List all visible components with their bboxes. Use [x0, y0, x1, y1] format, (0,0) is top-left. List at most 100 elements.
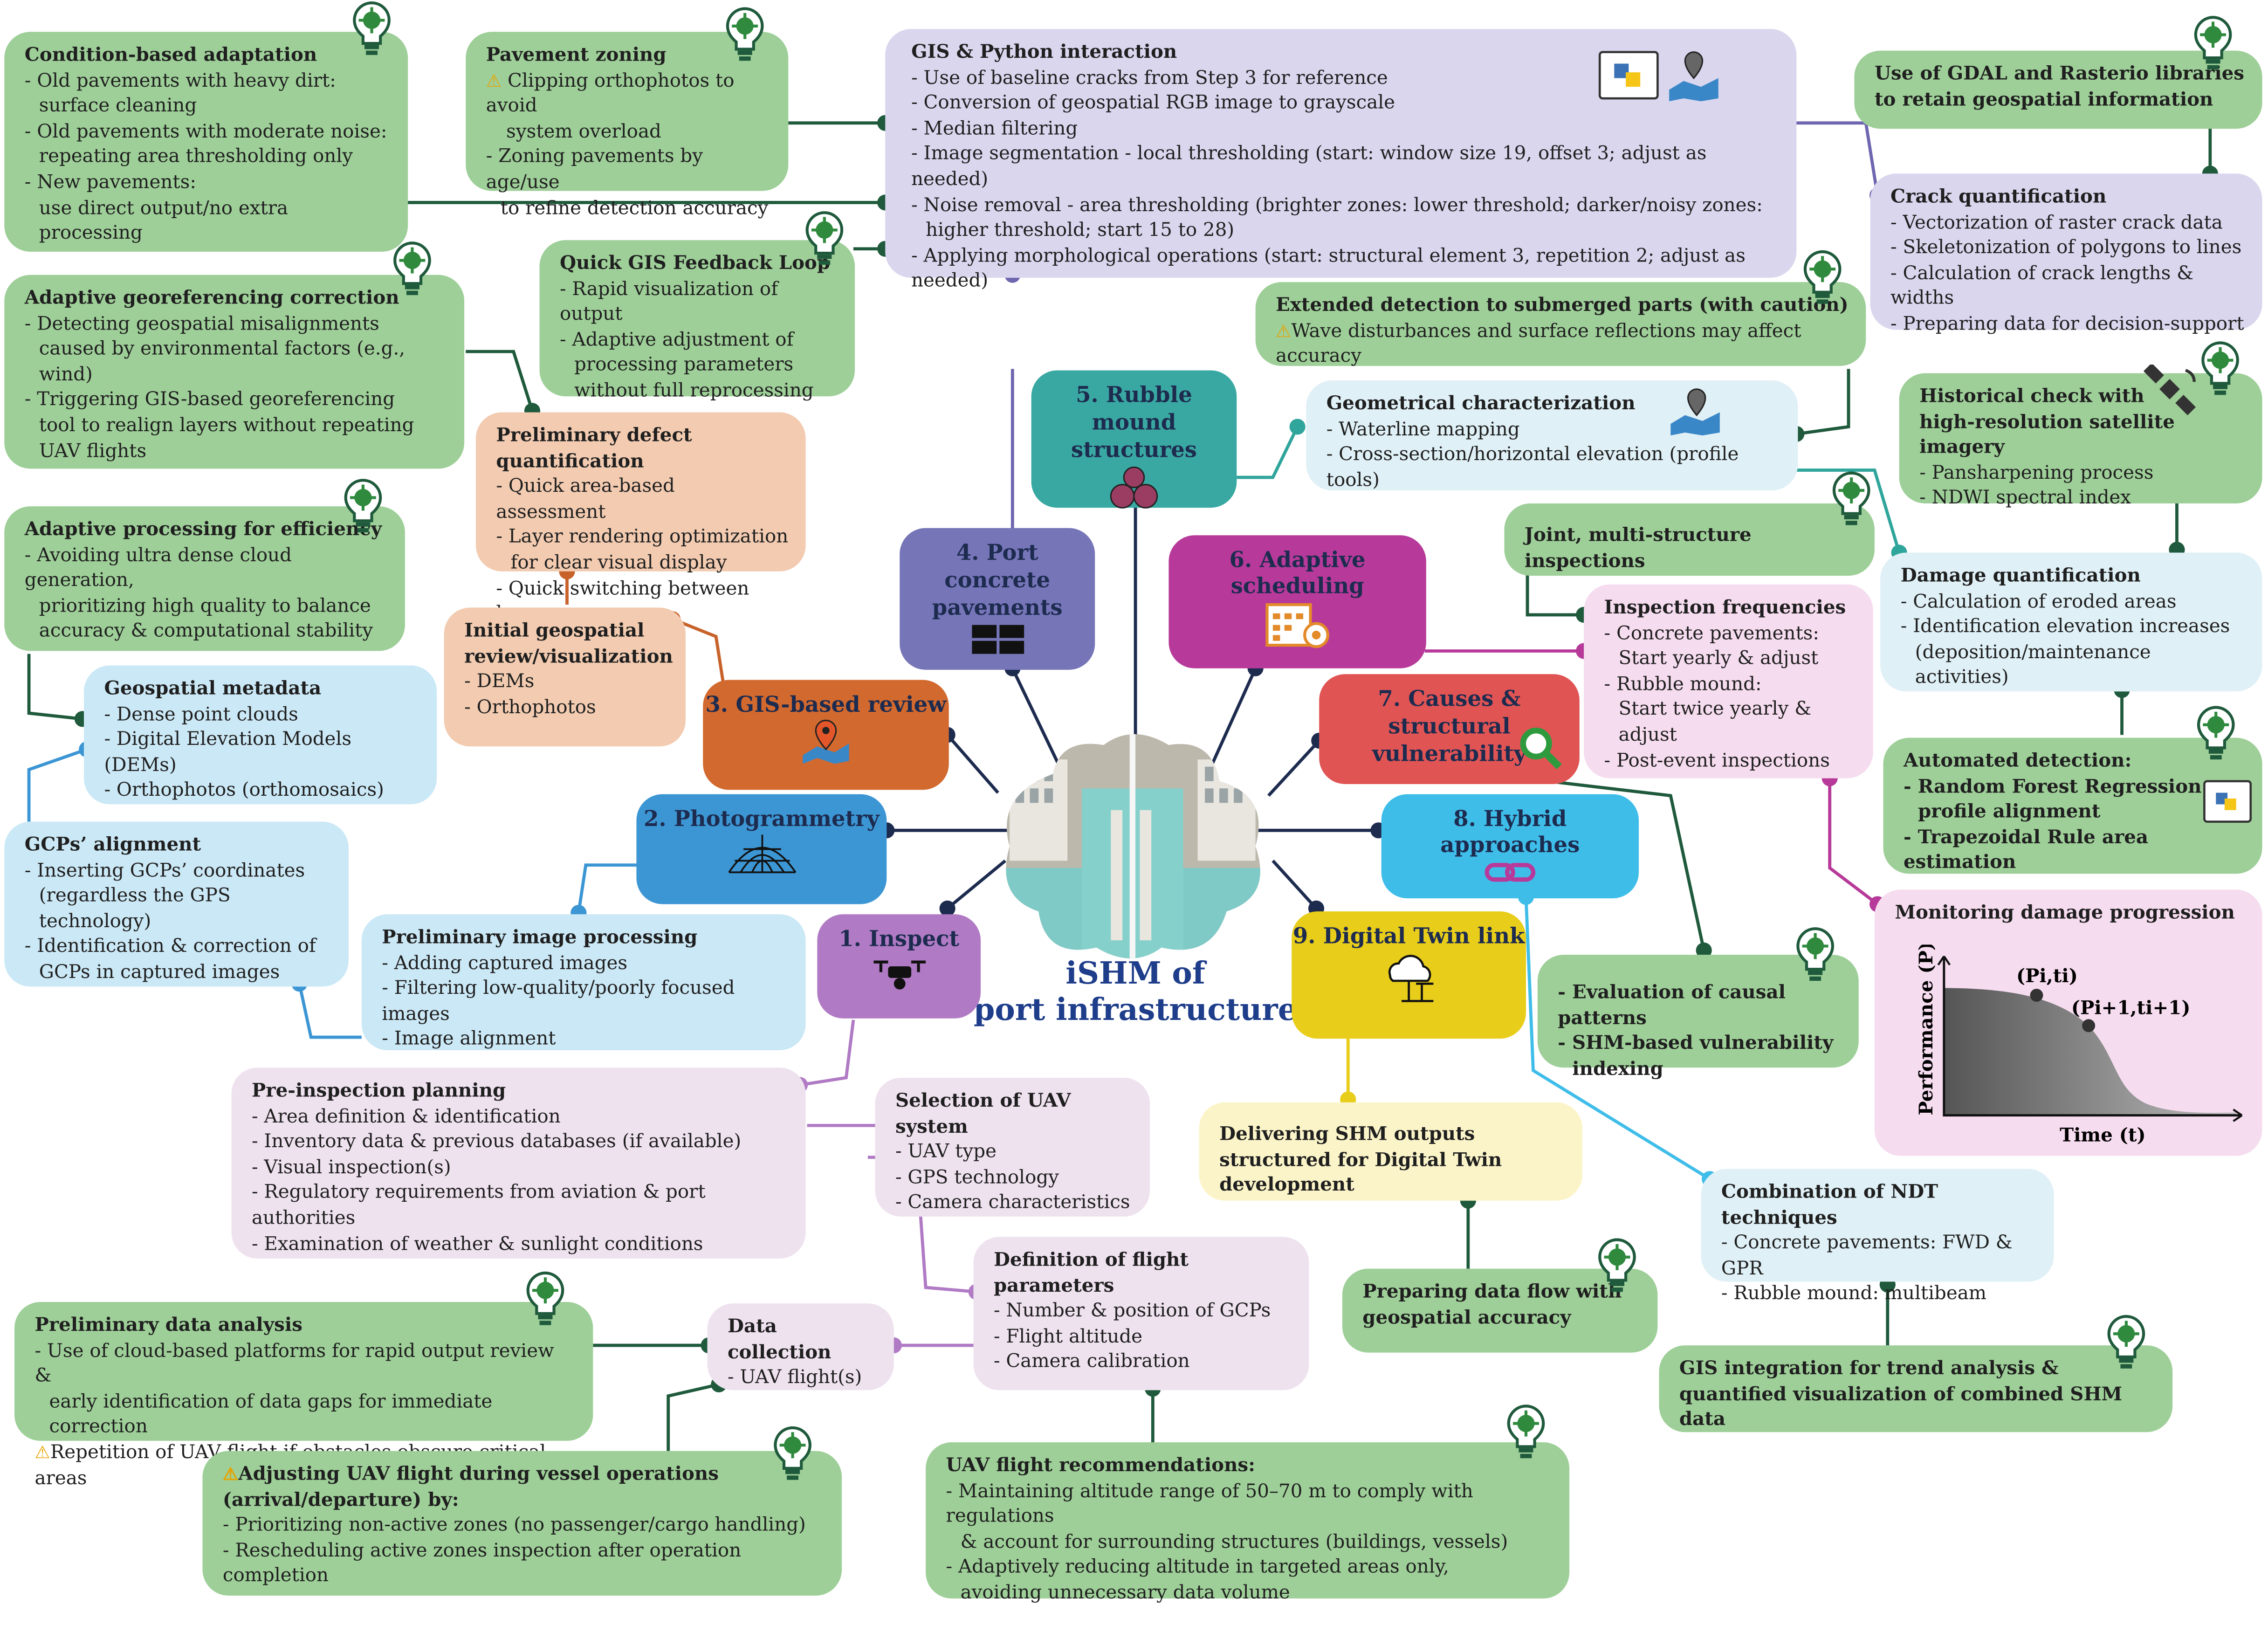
box-line: processing parameters	[574, 355, 794, 377]
box-condition-adaptation: Condition-based adaptation - Old pavemen…	[4, 32, 408, 252]
box-line: - Identification & correction of	[24, 936, 316, 958]
lightbulb-icon	[393, 241, 431, 296]
box-line: Start yearly & adjust	[1618, 648, 1819, 670]
node-photogrammetry: 2. Photogrammetry	[636, 794, 887, 904]
line-geom-damage	[1796, 468, 1901, 553]
box-line: - GPS technology	[895, 1167, 1059, 1189]
box-geometrical-characterization: Geometrical characterization - Waterline…	[1306, 380, 1798, 491]
box-line: UAV flights	[39, 441, 147, 462]
box-joint-inspections: Joint, multi-structure inspections	[1504, 503, 1875, 576]
box-line: - Post-event inspections	[1604, 750, 1830, 772]
box-line: - New pavements:	[24, 172, 196, 194]
performance-chart: (Pi,ti) (Pi+1,ti+1) Time (t) Performance…	[1915, 944, 2243, 1146]
box-line: - Dense point clouds	[104, 704, 298, 726]
annotation-pi-ti: (Pi,ti)	[2016, 964, 2078, 987]
box-line: - Orthophotos	[464, 697, 596, 719]
lightbulb-icon	[2197, 706, 2235, 760]
node-gis-review-label: 3. GIS-based review	[705, 691, 947, 718]
node-inspect-label: 1. Inspect	[838, 926, 960, 952]
box-line: without full reprocessing	[574, 380, 814, 402]
box-title: Use of GDAL and Rasterio libraries to re…	[1874, 63, 2245, 111]
node-adaptive-scheduling: 6. Adaptive scheduling	[1168, 535, 1426, 668]
port-aerial-image	[1006, 734, 1260, 958]
calendar-gear-icon	[1265, 603, 1329, 648]
box-geospatial-metadata: Geospatial metadata - Dense point clouds…	[83, 665, 437, 805]
line-hybrid-ndt	[1524, 896, 1711, 1181]
lightbulb-icon	[2194, 16, 2232, 69]
box-line: - Identification elevation increases	[1900, 616, 2230, 639]
box-line: higher threshold; start 15 to 28)	[926, 220, 1235, 242]
center-title-line2: port infrastructure	[973, 991, 1298, 1027]
box-line: avoiding unnecessary data volume	[960, 1582, 1290, 1604]
box-title: Definition of flight parameters	[993, 1250, 1189, 1297]
box-line: - Applying morphological operations (sta…	[911, 245, 1746, 293]
box-line: - Rubble mound:	[1604, 674, 1762, 696]
box-line: surface cleaning	[39, 96, 197, 117]
box-line: - Noise removal - area thresholding (bri…	[911, 194, 1763, 217]
box-line: - Regulatory requirements from aviation …	[251, 1182, 706, 1230]
box-line: - Trapezoidal Rule area estimation	[1903, 827, 2149, 875]
box-data-collection: Data collection - UAV flight(s)	[707, 1303, 894, 1391]
satellite-icon	[2143, 365, 2196, 415]
center-title: iSHM of port infrastructure	[955, 955, 1316, 1027]
box-title: Selection of UAV system	[895, 1090, 1071, 1138]
center-title-line1: iSHM of	[1065, 955, 1205, 991]
box-line: - Calculation of crack lengths & widths	[1890, 263, 2194, 310]
box-line: - Digital Elevation Models (DEMs)	[104, 729, 352, 777]
cloud-crane-icon	[1388, 955, 1434, 1002]
box-pavement-zoning: Pavement zoning ⚠ Clipping orthophotos t…	[466, 32, 789, 219]
line-adaptproc-meta	[27, 654, 83, 721]
box-line: - Use of cloud-based platforms for rapid…	[34, 1340, 554, 1388]
box-extended-detection: Extended detection to submerged parts (w…	[1255, 282, 1866, 368]
lightbulb-icon	[1507, 1405, 1545, 1459]
node-rubble-mound-label: 5. Rubble mound structures	[1071, 382, 1197, 463]
spoke-center-dt	[1271, 860, 1318, 910]
box-line: - Inventory data & previous databases (i…	[251, 1131, 742, 1153]
box-title: Pavement zoning	[486, 45, 667, 67]
axis-arrows	[1937, 956, 2243, 1122]
node-causes-vulnerability-label: 7. Causes & structural vulnerability	[1372, 685, 1526, 767]
box-line: - Avoiding ultra dense cloud generation,	[24, 544, 292, 592]
box-title: GIS & Python interaction	[911, 41, 1177, 64]
box-line: - Waterline mapping	[1326, 419, 1520, 441]
box-title: Quick GIS Feedback Loop	[559, 253, 831, 275]
lightbulb-icon	[526, 1271, 564, 1325]
box-line: - Prioritizing non-active zones (no pass…	[222, 1515, 806, 1537]
box-title: GCPs’ alignment	[24, 834, 201, 857]
lightbulb-icon	[774, 1426, 811, 1480]
spoke-center-causes	[1267, 739, 1320, 797]
drone-icon	[873, 960, 925, 990]
box-quick-gis-feedback: Quick GIS Feedback Loop - Rapid visualiz…	[539, 240, 855, 402]
spoke-center-port	[1011, 668, 1065, 775]
box-preparing-data-flow: Preparing data flow with geospatial accu…	[1342, 1268, 1658, 1353]
box-title: Automated detection:	[1903, 751, 2132, 773]
box-uav-flight-recommendations: UAV flight recommendations: - Maintainin…	[926, 1442, 1570, 1604]
box-line: - Random Forest Regression	[1903, 776, 2202, 798]
line-freq-monitoring	[1828, 778, 1879, 906]
box-delivering-shm: Delivering SHM outputs structured for Di…	[1199, 1102, 1583, 1201]
line-prelimimg-photo	[577, 863, 637, 913]
box-title: Extended detection to submerged parts (w…	[1276, 295, 1849, 317]
y-axis-label: Performance (P)	[1915, 944, 1937, 1115]
rocks-icon	[1110, 466, 1158, 509]
box-title: Geospatial metadata	[104, 678, 322, 700]
line-initial-gisreview	[672, 618, 725, 683]
node-gis-review: 3. GIS-based review	[703, 680, 949, 790]
box-gis-python: GIS & Python interaction - Use of baseli…	[885, 29, 1797, 293]
box-line: - Number & position of GCPs	[993, 1301, 1271, 1322]
box-title: Adaptive processing for efficiency	[24, 519, 382, 541]
node-digital-twin-label: 9. Digital Twin link	[1292, 923, 1525, 949]
node-port-pavements-label: 4. Port concrete pavements	[932, 539, 1063, 621]
map-pin-icon	[803, 719, 849, 764]
box-line: - Camera calibration	[993, 1351, 1190, 1374]
box-line: - Adding captured images	[382, 952, 628, 975]
performance-curve-area	[1944, 988, 2236, 1116]
box-line: - Examination of weather & sunlight cond…	[251, 1233, 703, 1255]
box-title: Adjusting UAV flight during vessel opera…	[222, 1464, 719, 1511]
warning-icon: ⚠	[222, 1464, 239, 1484]
box-line: - SHM-based vulnerability	[1558, 1033, 1834, 1055]
box-title: Adaptive georeferencing correction	[24, 288, 399, 310]
lightbulb-icon	[353, 1, 391, 55]
box-title: Data collection	[727, 1316, 832, 1364]
